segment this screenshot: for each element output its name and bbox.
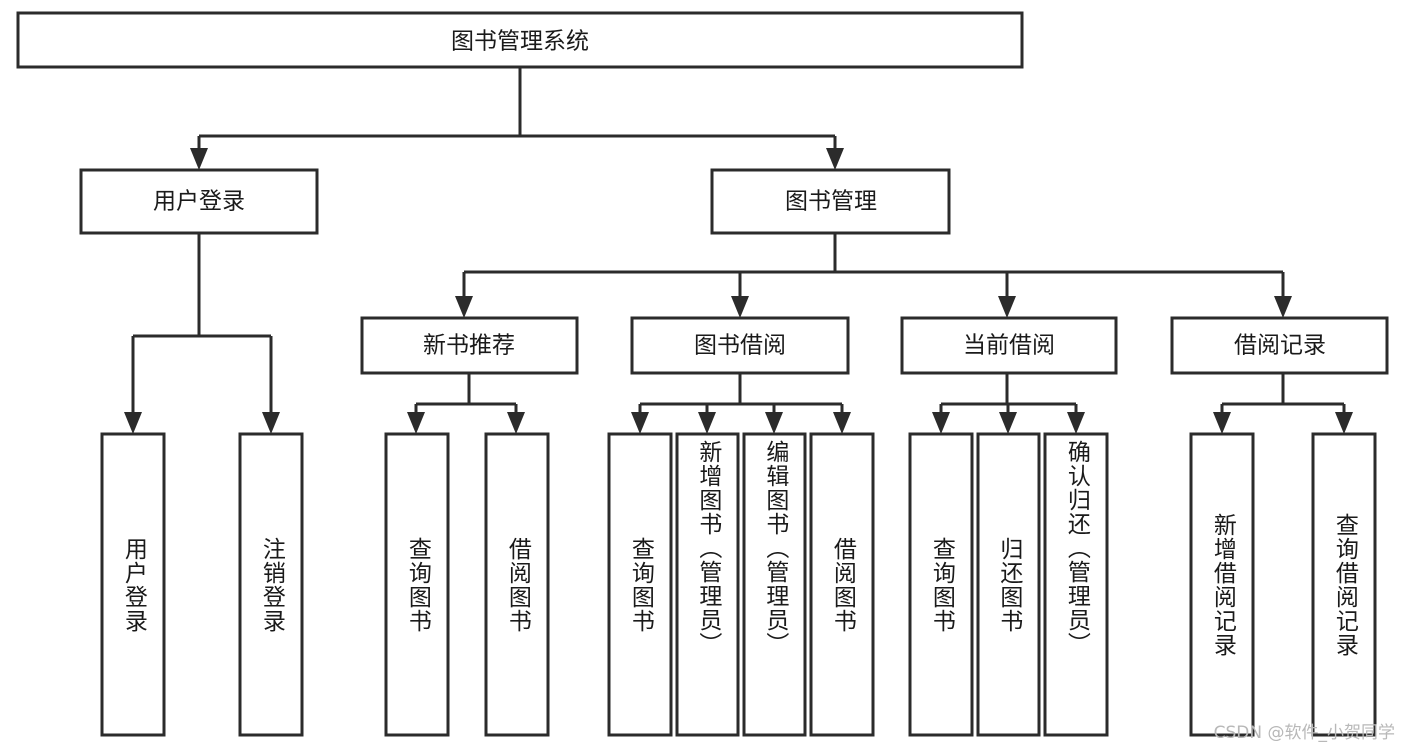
connector-group-book-borrow-children — [631, 373, 851, 434]
arrow-head-book-mgmt — [826, 148, 844, 170]
node-label-current-borrow: 当前借阅 — [963, 333, 1055, 359]
connector-group-book-mgmt-children — [455, 233, 1292, 318]
node-user-login[interactable]: 用户登录 — [79, 168, 319, 235]
arrow-head-leaf-user-login-2 — [262, 412, 280, 434]
leaf-box-new-book-rec-1[interactable] — [384, 432, 450, 737]
arrow-head-leaf-cb-2 — [999, 412, 1017, 434]
arrow-head-leaf-br-2 — [1335, 412, 1353, 434]
leaf-box-book-borrow-2[interactable] — [675, 432, 740, 737]
arrow-head-user-login — [190, 148, 208, 170]
node-box-book-borrow[interactable] — [630, 316, 850, 375]
node-box-borrow-record[interactable] — [1170, 316, 1389, 375]
connector-group-borrow-record-children — [1213, 373, 1353, 434]
node-box-root[interactable] — [16, 11, 1024, 69]
arrow-head-leaf-cb-1 — [932, 412, 950, 434]
leaf-box-book-borrow-1[interactable] — [607, 432, 673, 737]
node-book-management[interactable]: 图书管理 — [710, 168, 951, 235]
arrow-head-leaf-br-1 — [1213, 412, 1231, 434]
connector-group-root-to-level2 — [190, 67, 844, 170]
node-box-current-borrow[interactable] — [900, 316, 1118, 375]
leaf-box-current-borrow-2[interactable] — [976, 432, 1041, 737]
connector-group-current-borrow-children — [932, 373, 1085, 434]
leaf-box-user-login-1[interactable] — [100, 432, 166, 737]
leaf-box-borrow-record-1[interactable] — [1189, 432, 1255, 737]
arrow-head-leaf-bb-3 — [765, 412, 783, 434]
arrow-head-leaf-bb-2 — [698, 412, 716, 434]
node-label-new-book-recommend: 新书推荐 — [423, 333, 515, 359]
leaf-box-current-borrow-1[interactable] — [908, 432, 974, 737]
leaf-box-borrow-record-2[interactable] — [1311, 432, 1377, 737]
leaf-box-user-login-2[interactable] — [238, 432, 304, 737]
leaf-box-new-book-rec-2[interactable] — [484, 432, 550, 737]
connector-group-new-book-rec-children — [407, 373, 525, 434]
connector-group-user-login-children — [124, 233, 280, 434]
arrow-head-leaf-user-login-1 — [124, 412, 142, 434]
node-label-book-management: 图书管理 — [785, 189, 877, 215]
node-new-book-recommend[interactable]: 新书推荐 — [360, 316, 579, 375]
arrow-head-borrow-record — [1274, 296, 1292, 318]
arrow-head-leaf-bb-4 — [833, 412, 851, 434]
arrow-head-new-book-rec — [455, 296, 473, 318]
leaf-box-book-borrow-3[interactable] — [742, 432, 807, 737]
node-root-book-management-system[interactable]: 图书管理系统 — [16, 11, 1024, 69]
arrow-head-leaf-nbr-1 — [407, 412, 425, 434]
node-label-borrow-record: 借阅记录 — [1234, 333, 1326, 359]
node-current-borrow[interactable]: 当前借阅 — [900, 316, 1118, 375]
node-label-user-login: 用户登录 — [153, 189, 245, 215]
node-box-user-login[interactable] — [79, 168, 319, 235]
node-book-borrow[interactable]: 图书借阅 — [630, 316, 850, 375]
node-box-new-book-recommend[interactable] — [360, 316, 579, 375]
node-label-root: 图书管理系统 — [451, 29, 589, 55]
node-label-book-borrow: 图书借阅 — [694, 333, 786, 359]
arrow-head-book-borrow — [731, 296, 749, 318]
node-box-book-management[interactable] — [710, 168, 951, 235]
leaf-box-current-borrow-3[interactable] — [1043, 432, 1109, 737]
arrow-head-leaf-bb-1 — [631, 412, 649, 434]
leaf-box-book-borrow-4[interactable] — [809, 432, 875, 737]
arrow-head-current-borrow — [998, 296, 1016, 318]
arrow-head-leaf-cb-3 — [1067, 412, 1085, 434]
node-borrow-record[interactable]: 借阅记录 — [1170, 316, 1389, 375]
arrow-head-leaf-nbr-2 — [507, 412, 525, 434]
